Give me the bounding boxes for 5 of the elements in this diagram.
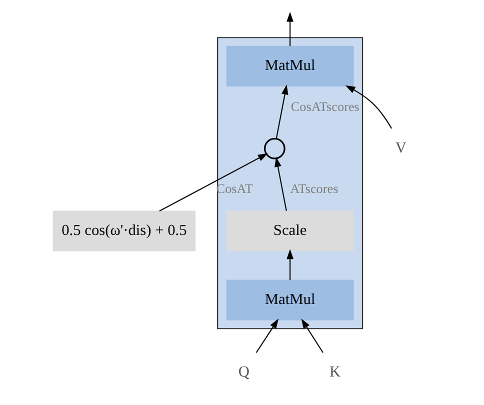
edge-label: CosATscores bbox=[290, 98, 360, 114]
edge-label: ATscores bbox=[290, 181, 338, 196]
node-text: V bbox=[395, 140, 407, 157]
node-text: K bbox=[330, 364, 341, 381]
node-text: Q bbox=[238, 364, 250, 381]
